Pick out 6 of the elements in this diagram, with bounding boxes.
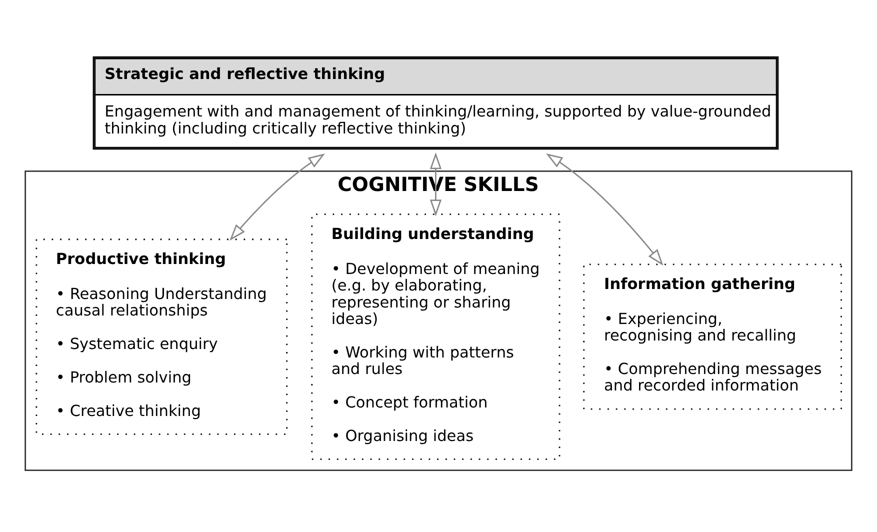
node-box: Building understanding • Development of meaning (e.g. by elaborating, representing or sharing ideas) • Working with patterns and rules • Concept formation • Organising ideas [311,213,560,460]
arrow [430,152,442,216]
arrow [230,153,326,240]
node-box: Information gathering • Experiencing, recognising and recalling • Comprehending messages and recorded information [583,263,842,410]
arrow [546,152,664,266]
node-box: Productive thinking • Reasoning Understanding causal relationships • Systematic enquiry • Problem solving • Creative thinking [36,238,288,434]
